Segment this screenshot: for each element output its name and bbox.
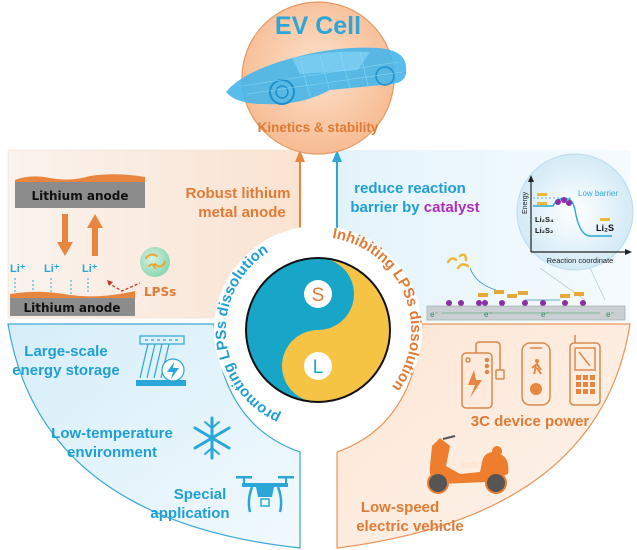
anode-bottom-label: Lithium anode [24,301,121,315]
reactant-label-2: Li₂S₂ [535,226,553,235]
ev-cell-subtitle: Kinetics & stability [258,120,379,135]
panel-inhibiting [336,323,631,549]
robust-anode-caption-1: Robust lithium [186,185,291,202]
reaction-coordinate-label: Reaction coordinate [547,256,614,265]
ev-cell-sphere: EV Cell Kinetics & stability [226,1,407,155]
low-speed-label-1: Low-speed [361,499,439,516]
li-ion-label-1: Li⁺ [10,263,26,275]
catalyst-dot [561,197,567,203]
large-scale-label-2: energy storage [12,362,120,379]
hydropower-icon [136,335,186,386]
arrow-down-icon [57,214,73,256]
lps-sphere-icon [140,247,170,277]
low-temp-label-2: environment [67,444,157,461]
energy-axis-label: Energy [522,191,529,214]
power-bank-icon [461,341,505,409]
catalyst-dot [566,200,572,206]
catalyst-dot [555,199,561,205]
electron-label-2: e⁻ [484,310,493,319]
mobile-phone-icon [569,335,601,406]
ev-cell-title: EV Cell [275,12,361,40]
reactant-label-1: Li₂S₄ [535,215,554,224]
yin-yang-symbol: S L [245,257,391,403]
electron-label-1: e⁻ [430,310,439,319]
special-label-1: Special [174,486,227,503]
li-ion-label-3: Li⁺ [82,263,98,275]
scooter-icon [427,435,509,494]
anode-diagram: Lithium anode Li⁺ Li⁺ Li⁺ Lithium anode … [10,174,176,316]
smartwatch-icon [521,342,551,406]
catalyst-caption-2-highlight: catalyst [424,199,480,216]
catalyst-caption-2: barrier by catalyst [350,199,479,216]
snowflake-icon [193,416,231,460]
electron-label-4: e⁻ [606,310,615,319]
drone-icon [236,476,294,513]
special-label-2: application [150,505,229,522]
electron-label-3: e⁻ [541,310,550,319]
3c-device-label: 3C device power [471,413,590,430]
catalyst-caption-1: reduce reaction [354,180,466,197]
low-speed-label-2: electric vehicle [356,518,464,535]
catalyst-substrate: e⁻ e⁻ e⁻ e⁻ [426,253,626,321]
arrow-up-icon [87,214,103,256]
lithium-symbol: L [313,357,324,378]
robust-anode-caption-2: metal anode [198,204,286,221]
sulfur-symbol: S [312,285,325,306]
low-barrier-label: Low barrier [578,189,618,198]
panel-promoting [7,323,301,549]
anode-top-label: Lithium anode [32,189,129,203]
catalyst-caption-2-prefix: barrier by [350,199,423,216]
lps-label: LPSs [144,285,176,299]
li-ion-label-2: Li⁺ [44,263,60,275]
ev-car-icon [226,47,407,105]
large-scale-label-1: Large-scale [24,343,107,360]
energy-inset: Energy Reaction coordinate Low barrier L… [516,153,634,301]
low-temp-label-1: Low-temperature [51,425,173,442]
product-label: Li₂S [596,223,614,233]
